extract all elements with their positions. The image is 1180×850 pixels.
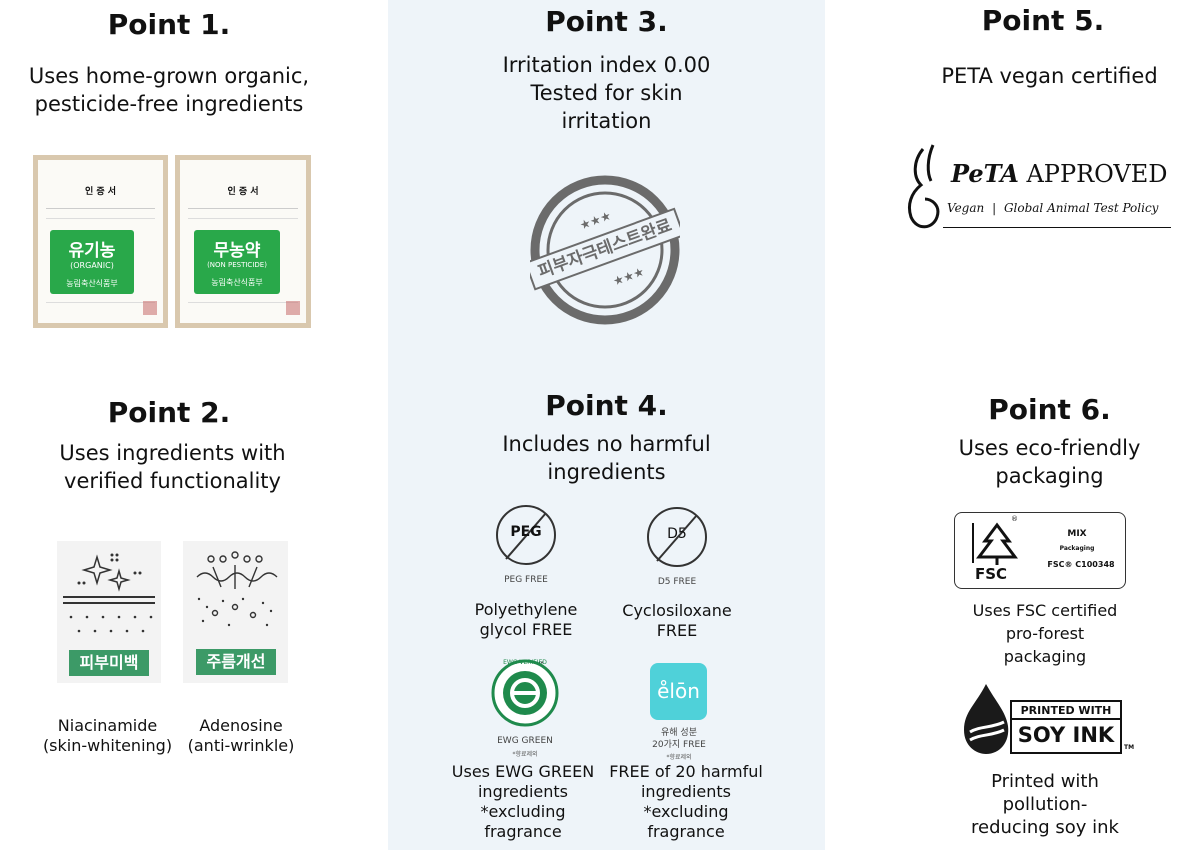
d5-free-icon: D5 — [647, 507, 707, 567]
soybean-icon — [964, 684, 1009, 754]
elon-logo-icon: e̊lōn — [650, 663, 707, 720]
irritation-test-stamp: ★★★ ★★★ 피부자극테스트완료 — [524, 175, 685, 325]
point-2-desc: Uses ingredients with verified functiona… — [59, 441, 286, 493]
column-left: Point 1. Uses home-grown organic, pestic… — [0, 0, 388, 850]
niacinamide-caption: Niacinamide (skin-whitening) — [42, 716, 173, 755]
organic-certificate: 인 증 서 유기농 (ORGANIC) 농림축산식품부 — [33, 155, 168, 328]
anti-wrinkle-tile: 주름개선 — [183, 541, 288, 683]
wrinkle-icon — [196, 551, 278, 627]
peg-free-label: PEG FREE — [504, 575, 548, 585]
ewg-caption: Uses EWG GREEN ingredients *excluding fr… — [451, 762, 595, 841]
point-3-desc: Irritation index 0.00 Tested for skin ir… — [502, 53, 711, 133]
peta-subline: Vegan | Global Animal Test Policy — [947, 201, 1159, 215]
bunny-icon — [907, 144, 940, 229]
ewg-green-label: EWG GREEN — [497, 736, 553, 746]
stamp-icon: ★★★ ★★★ — [524, 175, 685, 325]
point-6-desc: Uses eco-friendly packaging — [958, 436, 1141, 488]
non-pesticide-certificate: 인 증 서 무농약 (NON PESTICIDE) 농림축산식품부 — [175, 155, 311, 328]
point-4-title: Point 4. — [545, 389, 668, 422]
peta-approved-wordmark: PeTA APPROVED — [951, 159, 1168, 188]
point-3-title: Point 3. — [545, 5, 668, 38]
d5-free-label: D5 FREE — [657, 577, 697, 587]
soy-ink-trademark: TM — [1124, 744, 1135, 751]
skin-whitening-tag: 피부미백 — [69, 650, 149, 676]
anti-wrinkle-tag: 주름개선 — [196, 649, 276, 675]
peta-approved-logo: PeTA APPROVED Vegan | Global Animal Test… — [907, 143, 1172, 235]
elon-small-label: 유해 성분 20가지 FREE — [652, 728, 706, 750]
organic-badge: 유기농 (ORGANIC) 농림축산식품부 — [50, 230, 134, 294]
svg-text:★★★: ★★★ — [578, 208, 613, 232]
fsc-tree-icon — [972, 522, 1018, 565]
soy-ink-logo: PRINTED WITH SOY INK TM — [956, 678, 1138, 758]
fsc-caption: Uses FSC certified pro-forest packaging — [972, 601, 1118, 666]
peta-separator: | — [992, 201, 997, 215]
elon-caption: FREE of 20 harmful ingredients *excludin… — [609, 762, 763, 841]
ewg-trademark: ™ — [538, 661, 544, 668]
peg-caption: Polyethylene glycol FREE — [474, 600, 578, 639]
point-1-desc: Uses home-grown organic, pesticide-free … — [28, 64, 310, 116]
skin-whitening-tile: 피부미백 — [57, 541, 161, 683]
soy-ink-caption: Printed with pollution- reducing soy ink — [971, 771, 1119, 838]
point-5-title: Point 5. — [981, 4, 1105, 37]
fsc-logo: ® FSC MIX Packaging FSC® C100348 — [954, 512, 1126, 589]
point-6-title: Point 6. — [988, 393, 1111, 426]
point-1-title: Point 1. — [107, 8, 231, 41]
column-right: Point 5. PETA vegan certified PeTA APPRO… — [825, 0, 1180, 850]
column-center: Point 3. Irritation index 0.00 Tested fo… — [388, 0, 825, 850]
non-pesticide-badge: 무농약 (NON PESTICIDE) 농림축산식품부 — [194, 230, 280, 294]
point-4-desc: Includes no harmful ingredients — [502, 432, 711, 484]
soy-ink-box: PRINTED WITH SOY INK — [1010, 700, 1122, 754]
sparkle-icon — [63, 553, 155, 633]
fsc-registered: ® — [1011, 515, 1018, 523]
svg-text:★★★: ★★★ — [611, 264, 646, 288]
adenosine-caption: Adenosine (anti-wrinkle) — [187, 716, 295, 755]
point-5-desc: PETA vegan certified — [941, 64, 1158, 88]
d5-caption: Cyclosiloxane FREE — [622, 601, 732, 640]
peg-free-icon: PEG — [496, 505, 556, 565]
elon-tiny-note: *향료제외 — [666, 754, 692, 761]
point-2-title: Point 2. — [107, 396, 231, 429]
ewg-verified-icon: ™ EWG VERIFIED — [490, 658, 560, 728]
ewg-tiny-note: *향료제외 — [512, 751, 538, 758]
